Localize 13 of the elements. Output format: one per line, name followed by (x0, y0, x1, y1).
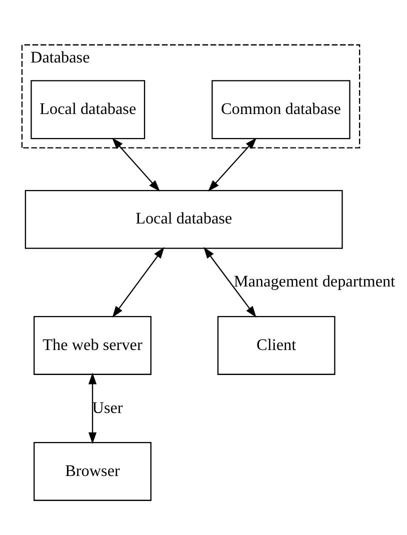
arrow (88, 372, 97, 444)
node-box: Browser (34, 442, 152, 500)
node-box: Client (217, 315, 336, 374)
edge-label: Management department (234, 273, 396, 290)
node-box: Local database (30, 80, 146, 139)
arrow (208, 137, 257, 192)
arrow (112, 137, 160, 192)
edge-label: User (92, 399, 123, 416)
node-box: The web server (34, 315, 152, 374)
arrow (204, 246, 256, 318)
node-box: Local database (24, 189, 343, 248)
node-box: Common database (212, 80, 350, 139)
arrow (112, 246, 164, 318)
